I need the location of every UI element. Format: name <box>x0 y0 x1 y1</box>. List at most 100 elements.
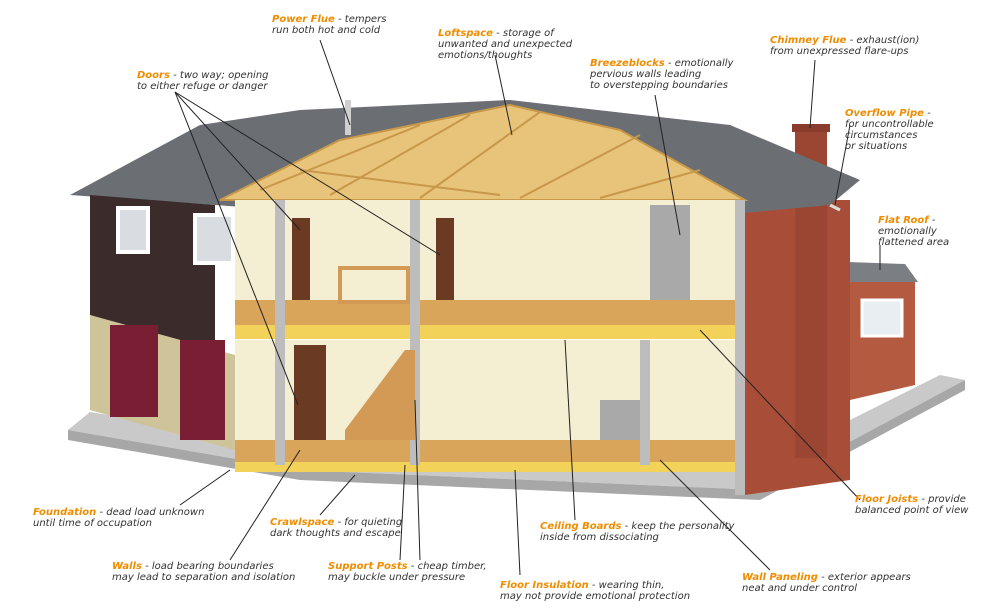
label-overflow-pipe-title: Overflow Pipe <box>845 108 924 119</box>
door-upper-2 <box>436 218 454 300</box>
leader-ceiling-boards <box>564 339 576 521</box>
label-crawlspace-desc-2: dark thoughts and escape <box>270 528 401 539</box>
label-chimney-flue-title: Chimney Flue <box>770 35 847 46</box>
leader-power-flue <box>319 39 351 126</box>
leader-foundation <box>179 469 231 506</box>
label-floor-joists: Floor Joists - provide balanced point of… <box>855 494 968 516</box>
window-upper-left-1 <box>116 206 150 254</box>
leader-doors-a <box>174 91 301 231</box>
power-flue-pipe <box>345 100 351 135</box>
leader-breezeblocks <box>654 94 681 236</box>
upper-timber-floor <box>235 300 745 325</box>
label-power-flue: Power Flue - tempers run both hot and co… <box>272 14 386 36</box>
label-walls-desc-1: - load bearing boundaries <box>145 561 274 572</box>
label-wall-paneling-desc-1: - exterior appears <box>821 572 911 583</box>
breezeblock-wall-upper <box>650 205 690 300</box>
label-doors-title: Doors <box>137 70 170 81</box>
leader-loftspace <box>494 54 513 136</box>
label-support-posts-title: Support Posts <box>328 561 408 572</box>
label-flat-roof: Flat Roof - emotionally flattened area <box>878 215 949 248</box>
label-power-flue-desc-1: - tempers <box>337 14 387 25</box>
lower-timber-floor <box>235 440 745 462</box>
label-breezeblocks-desc-2: pervious walls leading <box>590 69 702 80</box>
label-support-posts-desc-1: - cheap timber, <box>410 561 487 572</box>
label-overflow-pipe-desc-3: circumstances <box>845 130 918 141</box>
garage-door-left <box>110 325 158 417</box>
label-flat-roof-desc-3: flattened area <box>878 237 950 248</box>
leader-support-posts-a <box>414 399 421 561</box>
label-breezeblocks-desc-3: to overstepping boundaries <box>590 80 729 91</box>
overflow-pipe <box>829 203 841 212</box>
leader-floor-joists <box>699 329 861 501</box>
label-support-posts-desc-2: may buckle under pressure <box>328 572 466 583</box>
label-power-flue-desc-2: run both hot and cold <box>272 25 381 36</box>
label-doors: Doors - two way; opening to either refug… <box>137 70 269 92</box>
label-walls-title: Walls <box>112 561 142 572</box>
door-upper-1 <box>292 218 310 300</box>
partition-wall-4 <box>735 200 745 495</box>
chimney-cap <box>792 124 830 132</box>
leader-lines <box>174 39 881 576</box>
label-crawlspace: Crawlspace - for quieting dark thoughts … <box>270 517 402 539</box>
label-floor-joists-desc-1: - provide <box>921 494 966 505</box>
label-floor-insulation: Floor Insulation - wearing thin, may not… <box>500 580 690 602</box>
partition-wall-1 <box>275 200 285 465</box>
label-crawlspace-desc-1: - for quieting <box>337 517 403 528</box>
partition-wall-3 <box>640 340 650 465</box>
label-wall-paneling-title: Wall Paneling <box>742 572 818 583</box>
label-loftspace-desc-1: - storage of <box>496 28 554 39</box>
leader-walls <box>229 449 301 561</box>
label-ceiling-boards-title: Ceiling Boards <box>540 521 622 532</box>
label-loftspace-desc-2: unwanted and unexpected <box>438 39 573 50</box>
stair-railing <box>338 266 410 304</box>
label-foundation: Foundation - dead load unknown until tim… <box>33 507 204 529</box>
leader-floor-insulation <box>514 469 521 576</box>
label-doors-desc-1: - two way; opening <box>173 70 269 81</box>
staircase <box>345 350 415 440</box>
label-overflow-pipe-desc-1: - <box>927 108 931 119</box>
window-upper-left-2 <box>193 213 235 265</box>
label-breezeblocks: Breezeblocks - emotionally pervious wall… <box>590 58 733 91</box>
flat-roof-top <box>848 262 918 282</box>
label-flat-roof-desc-2: emotionally <box>878 226 937 237</box>
label-breezeblocks-title: Breezeblocks <box>590 58 665 69</box>
label-power-flue-title: Power Flue <box>272 14 335 25</box>
label-breezeblocks-desc-1: - emotionally <box>667 58 734 69</box>
label-crawlspace-title: Crawlspace <box>270 517 335 528</box>
label-ceiling-boards-desc-2: inside from dissociating <box>540 532 659 543</box>
label-walls: Walls - load bearing boundaries may lead… <box>112 561 295 583</box>
leader-chimney-flue <box>809 59 816 129</box>
label-foundation-desc-2: until time of occupation <box>33 518 153 529</box>
floor-insulation-upper <box>235 325 745 339</box>
flat-roof-extension-wall <box>850 278 915 400</box>
label-flat-roof-title: Flat Roof <box>878 215 929 226</box>
label-floor-insulation-title: Floor Insulation <box>500 580 589 591</box>
label-floor-joists-desc-2: balanced point of view <box>855 505 969 516</box>
label-walls-desc-2: may lead to separation and isolation <box>112 572 296 583</box>
label-overflow-pipe: Overflow Pipe - for uncontrollable circu… <box>845 108 934 152</box>
label-doors-desc-2: to either refuge or danger <box>137 81 268 92</box>
label-chimney-flue: Chimney Flue - exhaust(ion) from unexpre… <box>770 35 919 57</box>
door-lower-1 <box>294 345 326 440</box>
label-floor-insulation-desc-2: may not provide emotional protection <box>500 591 691 602</box>
label-wall-paneling: Wall Paneling - exterior appears neat an… <box>742 572 911 594</box>
garage-door-right <box>180 340 225 440</box>
leader-doors-b <box>174 91 441 256</box>
leader-overflow-pipe <box>834 124 851 206</box>
label-flat-roof-desc-1: - <box>931 215 936 226</box>
floor-insulation-lower <box>235 462 745 472</box>
leader-doors-c <box>174 91 299 406</box>
extension-window <box>860 298 904 338</box>
label-ceiling-boards-desc-1: - keep the personality <box>624 521 735 532</box>
leader-support-posts-b <box>399 464 406 561</box>
partition-wall-2 <box>410 200 420 465</box>
label-wall-paneling-desc-2: neat and under control <box>742 583 858 594</box>
label-loftspace-desc-3: emotions/thoughts <box>438 50 533 61</box>
label-floor-joists-title: Floor Joists <box>855 494 919 505</box>
label-chimney-flue-desc-2: from unexpressed flare-ups <box>770 46 909 57</box>
leader-crawlspace <box>319 474 356 516</box>
leader-wall-paneling <box>659 459 771 571</box>
label-ceiling-boards: Ceiling Boards - keep the personality in… <box>540 521 734 543</box>
